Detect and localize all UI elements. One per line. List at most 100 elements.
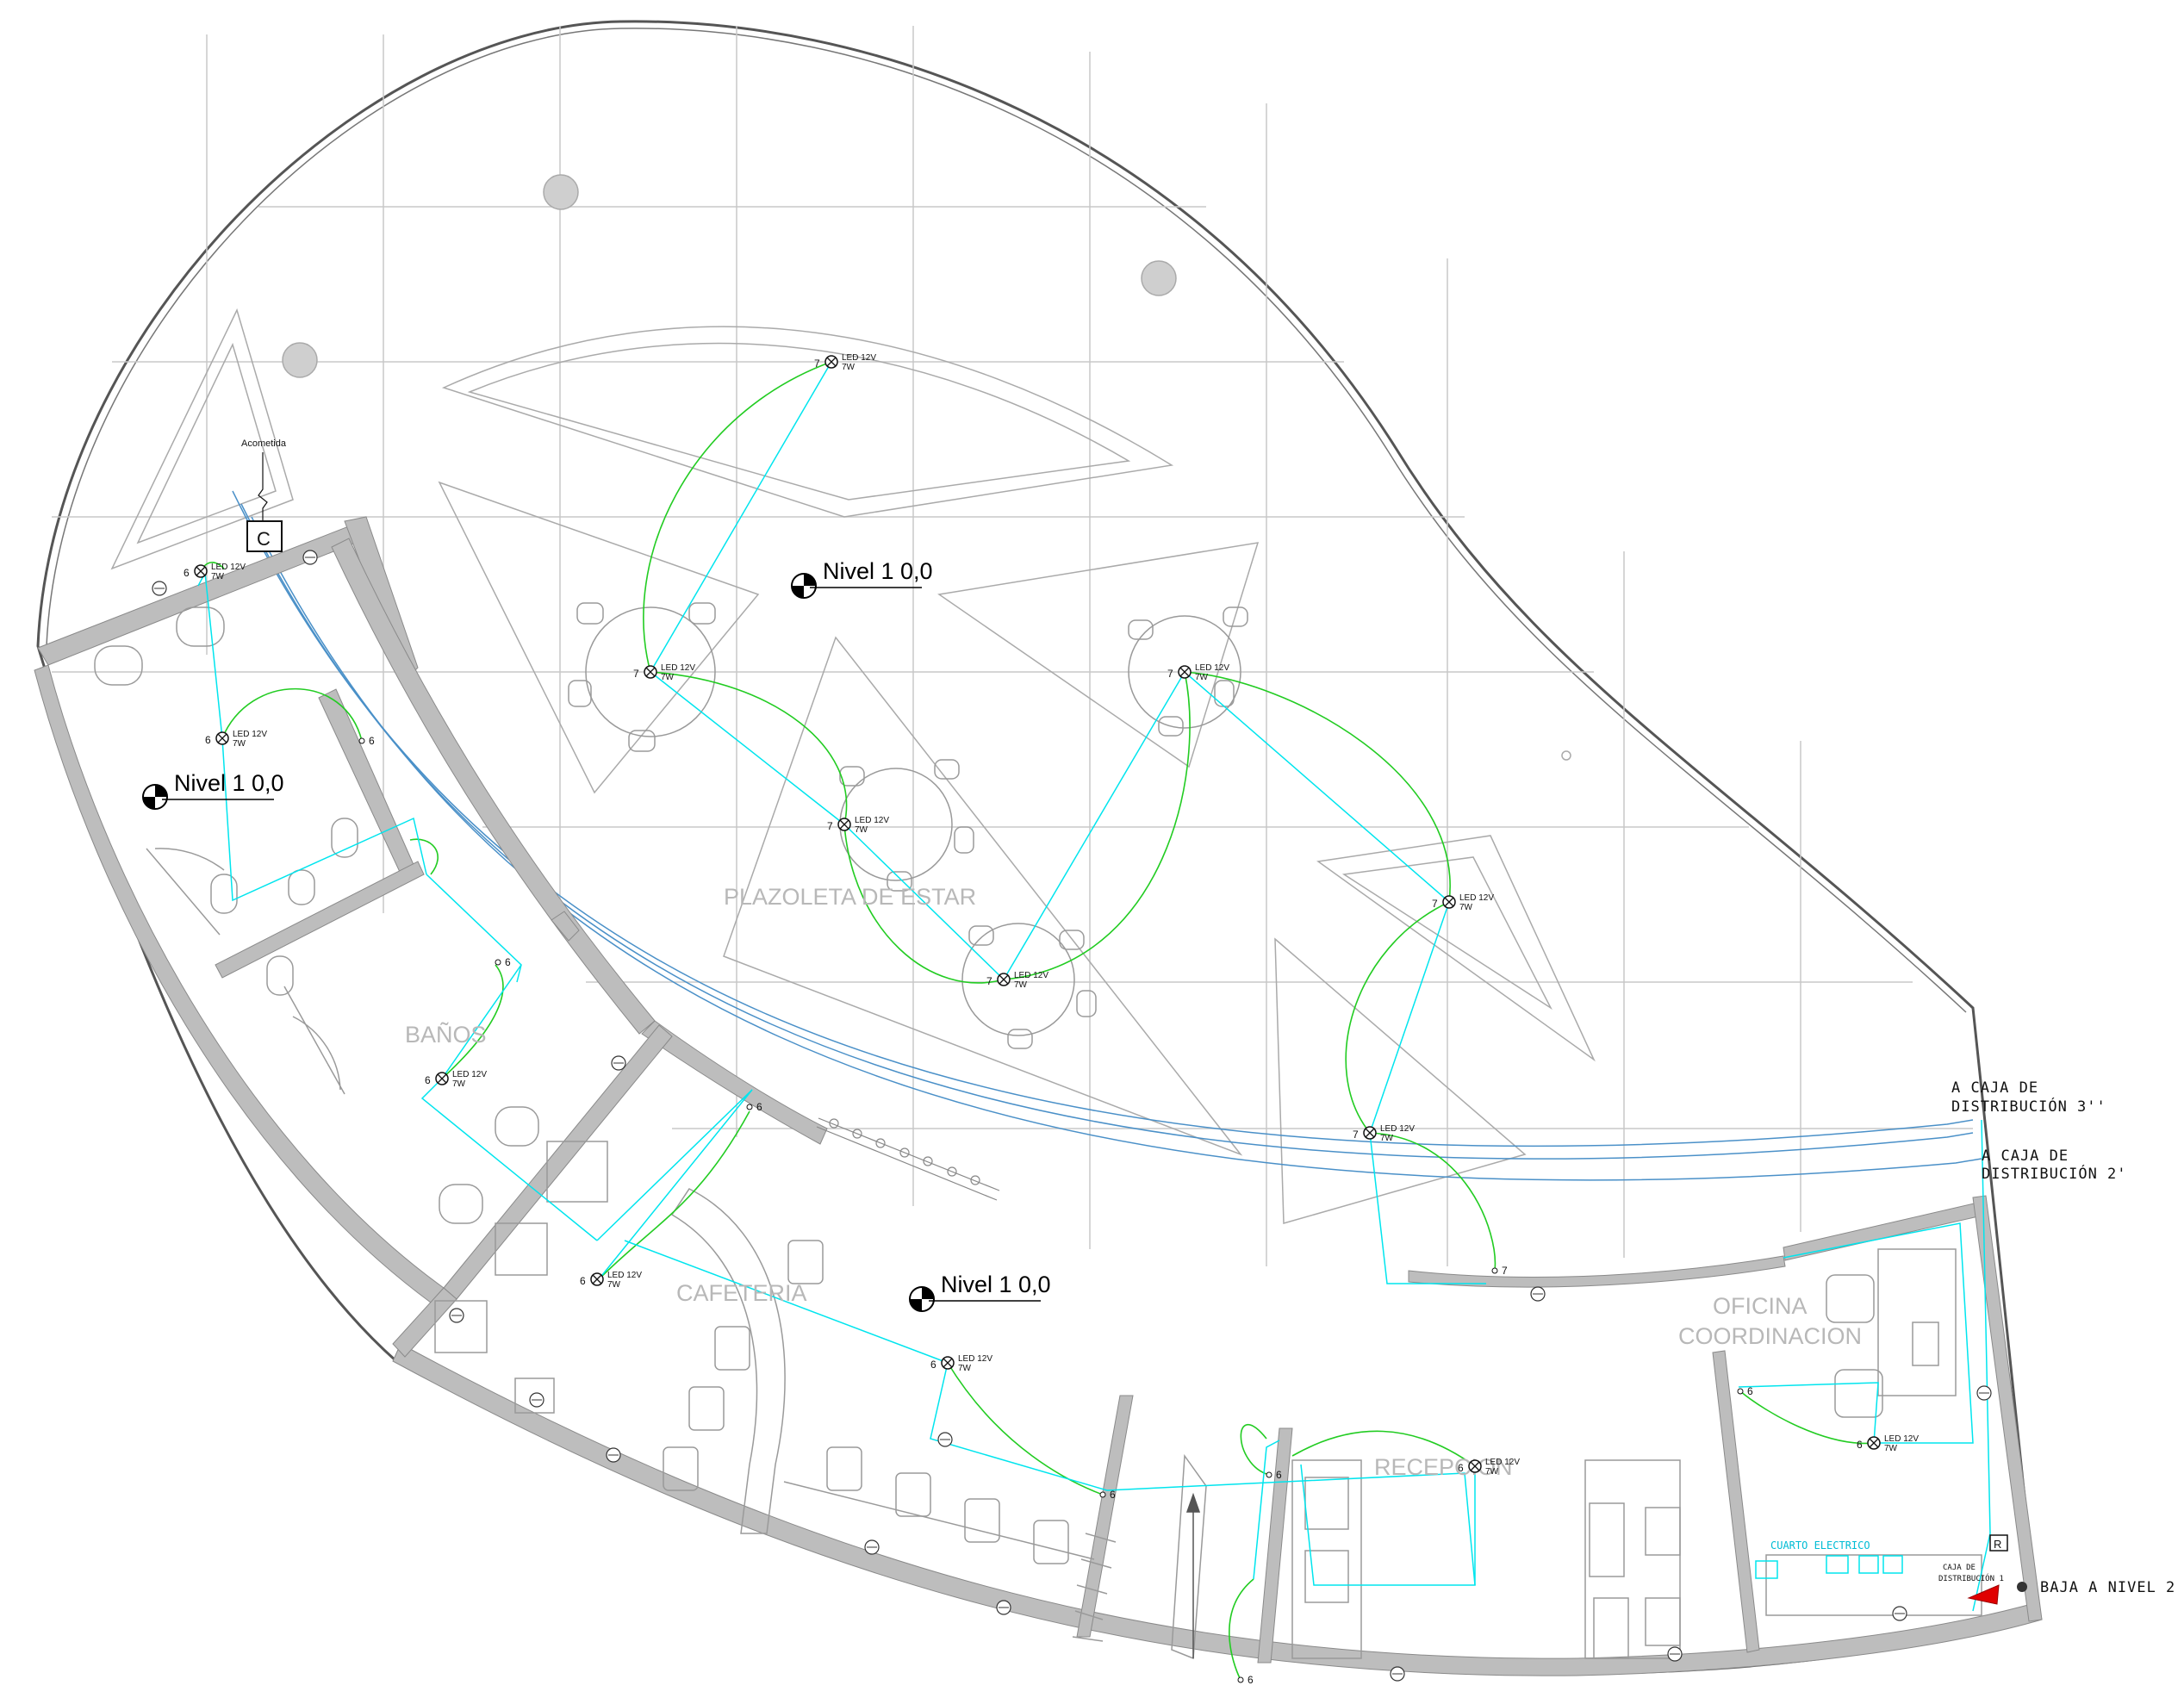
led-fixture-label: LED 12V bbox=[958, 1354, 992, 1364]
led-fixture-cross bbox=[999, 974, 1009, 985]
switch-icon bbox=[495, 959, 501, 966]
feeder-conduits bbox=[232, 490, 1982, 1181]
led-fixture-cross bbox=[437, 1073, 447, 1084]
switch-legs bbox=[200, 361, 1875, 1681]
circuit-number: 7 bbox=[814, 358, 820, 370]
led-fixture-cross bbox=[1869, 1438, 1879, 1448]
led-fixture-watt: 7W bbox=[1195, 673, 1209, 682]
note-caja1-line1: CAJA DE bbox=[1943, 1564, 1976, 1572]
level-marker-banos: Nivel 1 0,0 bbox=[142, 770, 284, 810]
led-fixture-cross bbox=[1470, 1461, 1480, 1471]
room-label-oficina-2: COORDINACION bbox=[1678, 1323, 1862, 1349]
level-marker-banos-text: Nivel 1 0,0 bbox=[174, 770, 284, 796]
switch-icon bbox=[1099, 1491, 1106, 1498]
r-box bbox=[1989, 1534, 2008, 1552]
note-caja3-line2: DISTRIBUCIÓN 3'' bbox=[1951, 1097, 2106, 1116]
led-fixture-watt: 7W bbox=[855, 825, 868, 835]
circuit-number: 6 bbox=[1857, 1439, 1863, 1451]
note-caja1-line2: DISTRIBUCIÓN 1 bbox=[1938, 1573, 2004, 1583]
led-fixture-label: LED 12V bbox=[1014, 971, 1048, 980]
circuit-number: 6 bbox=[184, 567, 190, 579]
led-fixture-cross bbox=[839, 819, 849, 830]
led-fixture-label: LED 12V bbox=[842, 353, 876, 363]
led-fixture-cross bbox=[196, 566, 206, 576]
led-fixture-watt: 7W bbox=[1459, 903, 1473, 912]
led-fixture-label: LED 12V bbox=[1195, 663, 1229, 673]
led-fixture-cross bbox=[1444, 897, 1454, 907]
meter-letter: C bbox=[257, 528, 271, 550]
building-outline bbox=[36, 20, 2039, 1675]
led-fixture-label: LED 12V bbox=[855, 816, 889, 825]
led-fixture-cross bbox=[1365, 1128, 1375, 1138]
window-strip bbox=[816, 1117, 1000, 1201]
led-fixture-label: LED 12V bbox=[607, 1271, 642, 1280]
led-fixture-label: LED 12V bbox=[211, 563, 246, 572]
room-label-banos: BAÑOS bbox=[405, 1021, 487, 1048]
circuit-number: 6 bbox=[205, 734, 211, 746]
led-fixture-label: LED 12V bbox=[1380, 1124, 1415, 1134]
led-fixture-watt: 7W bbox=[1380, 1134, 1394, 1143]
level-marker-plaza: Nivel 1 0,0 bbox=[791, 558, 933, 599]
led-fixture-cross bbox=[217, 733, 227, 743]
switch-icon bbox=[746, 1104, 753, 1110]
led-fixture-watt: 7W bbox=[958, 1364, 972, 1373]
led-fixture-label: LED 12V bbox=[1485, 1458, 1520, 1467]
acometida-label: Acometida bbox=[241, 438, 287, 449]
switch-icon bbox=[1237, 1676, 1244, 1683]
switch-circuit-number: 6 bbox=[1110, 1489, 1116, 1501]
r-box-letter: R bbox=[1994, 1538, 2001, 1551]
room-label-recepcion: RECEPCION bbox=[1374, 1454, 1513, 1480]
circuit-number: 7 bbox=[1432, 898, 1438, 910]
led-fixture-label: LED 12V bbox=[452, 1070, 487, 1079]
circuit-number: 6 bbox=[930, 1359, 936, 1371]
switch-icon bbox=[1737, 1388, 1744, 1395]
circuit-number: 7 bbox=[1353, 1129, 1359, 1141]
led-fixture-watt: 7W bbox=[842, 363, 856, 372]
circuit-number: 7 bbox=[1167, 668, 1173, 680]
led-fixture-watt: 7W bbox=[452, 1079, 466, 1089]
led-fixture-cross bbox=[1179, 667, 1190, 677]
switch-icon bbox=[1491, 1267, 1498, 1274]
switch-icon bbox=[358, 737, 365, 744]
switch-circuit-number: 6 bbox=[756, 1101, 762, 1113]
circuit-number: 6 bbox=[1458, 1462, 1464, 1474]
led-fixture-watt: 7W bbox=[661, 673, 675, 682]
room-label-cuarto: CUARTO ELECTRICO bbox=[1770, 1539, 1870, 1552]
switch-circuit-number: 6 bbox=[1248, 1674, 1254, 1686]
note-baja: BAJA A NIVEL 2 bbox=[2040, 1579, 2175, 1596]
circuit-number: 7 bbox=[633, 668, 639, 680]
led-fixture-watt: 7W bbox=[211, 572, 225, 581]
switch-circuit-number: 6 bbox=[369, 735, 375, 747]
stair-arrow bbox=[1185, 1492, 1201, 1658]
led-fixture-cross bbox=[826, 357, 837, 367]
distribution-panel bbox=[1967, 1584, 2000, 1605]
led-fixture-cross bbox=[592, 1274, 602, 1284]
note-caja2-line1: A CAJA DE bbox=[1982, 1147, 2069, 1165]
led-fixture-watt: 7W bbox=[607, 1280, 621, 1290]
led-fixture-label: LED 12V bbox=[661, 663, 695, 673]
level-marker-cafeteria-text: Nivel 1 0,0 bbox=[941, 1272, 1051, 1297]
note-caja2-line2: DISTRIBUCIÓN 2' bbox=[1982, 1164, 2127, 1183]
led-fixture-watt: 7W bbox=[1884, 1444, 1898, 1453]
led-fixture-label: LED 12V bbox=[1459, 893, 1494, 903]
switch-circuit-number: 6 bbox=[1747, 1385, 1753, 1397]
led-fixture-cross bbox=[645, 667, 656, 677]
meter-box bbox=[246, 520, 283, 552]
led-fixture-watt: 7W bbox=[233, 739, 246, 749]
switch-icon bbox=[1266, 1471, 1272, 1478]
note-caja3-line1: A CAJA DE bbox=[1951, 1079, 2038, 1097]
room-label-plazoleta: PLAZOLETA DE ESTAR bbox=[724, 884, 976, 910]
switch-circuit-number: 6 bbox=[1276, 1469, 1282, 1481]
circuit-number: 7 bbox=[827, 820, 833, 832]
building-outline-inner bbox=[46, 28, 1967, 1013]
led-fixture-cross bbox=[943, 1358, 953, 1368]
room-label-oficina-1: OFICINA bbox=[1713, 1293, 1808, 1319]
walls bbox=[34, 516, 2043, 1676]
level-marker-plaza-text: Nivel 1 0,0 bbox=[823, 558, 933, 584]
level-marker-cafeteria: Nivel 1 0,0 bbox=[909, 1272, 1051, 1312]
circuit-number: 6 bbox=[580, 1275, 586, 1287]
furniture bbox=[94, 602, 1982, 1660]
room-label-cafeteria: CAFETERIA bbox=[676, 1280, 807, 1306]
